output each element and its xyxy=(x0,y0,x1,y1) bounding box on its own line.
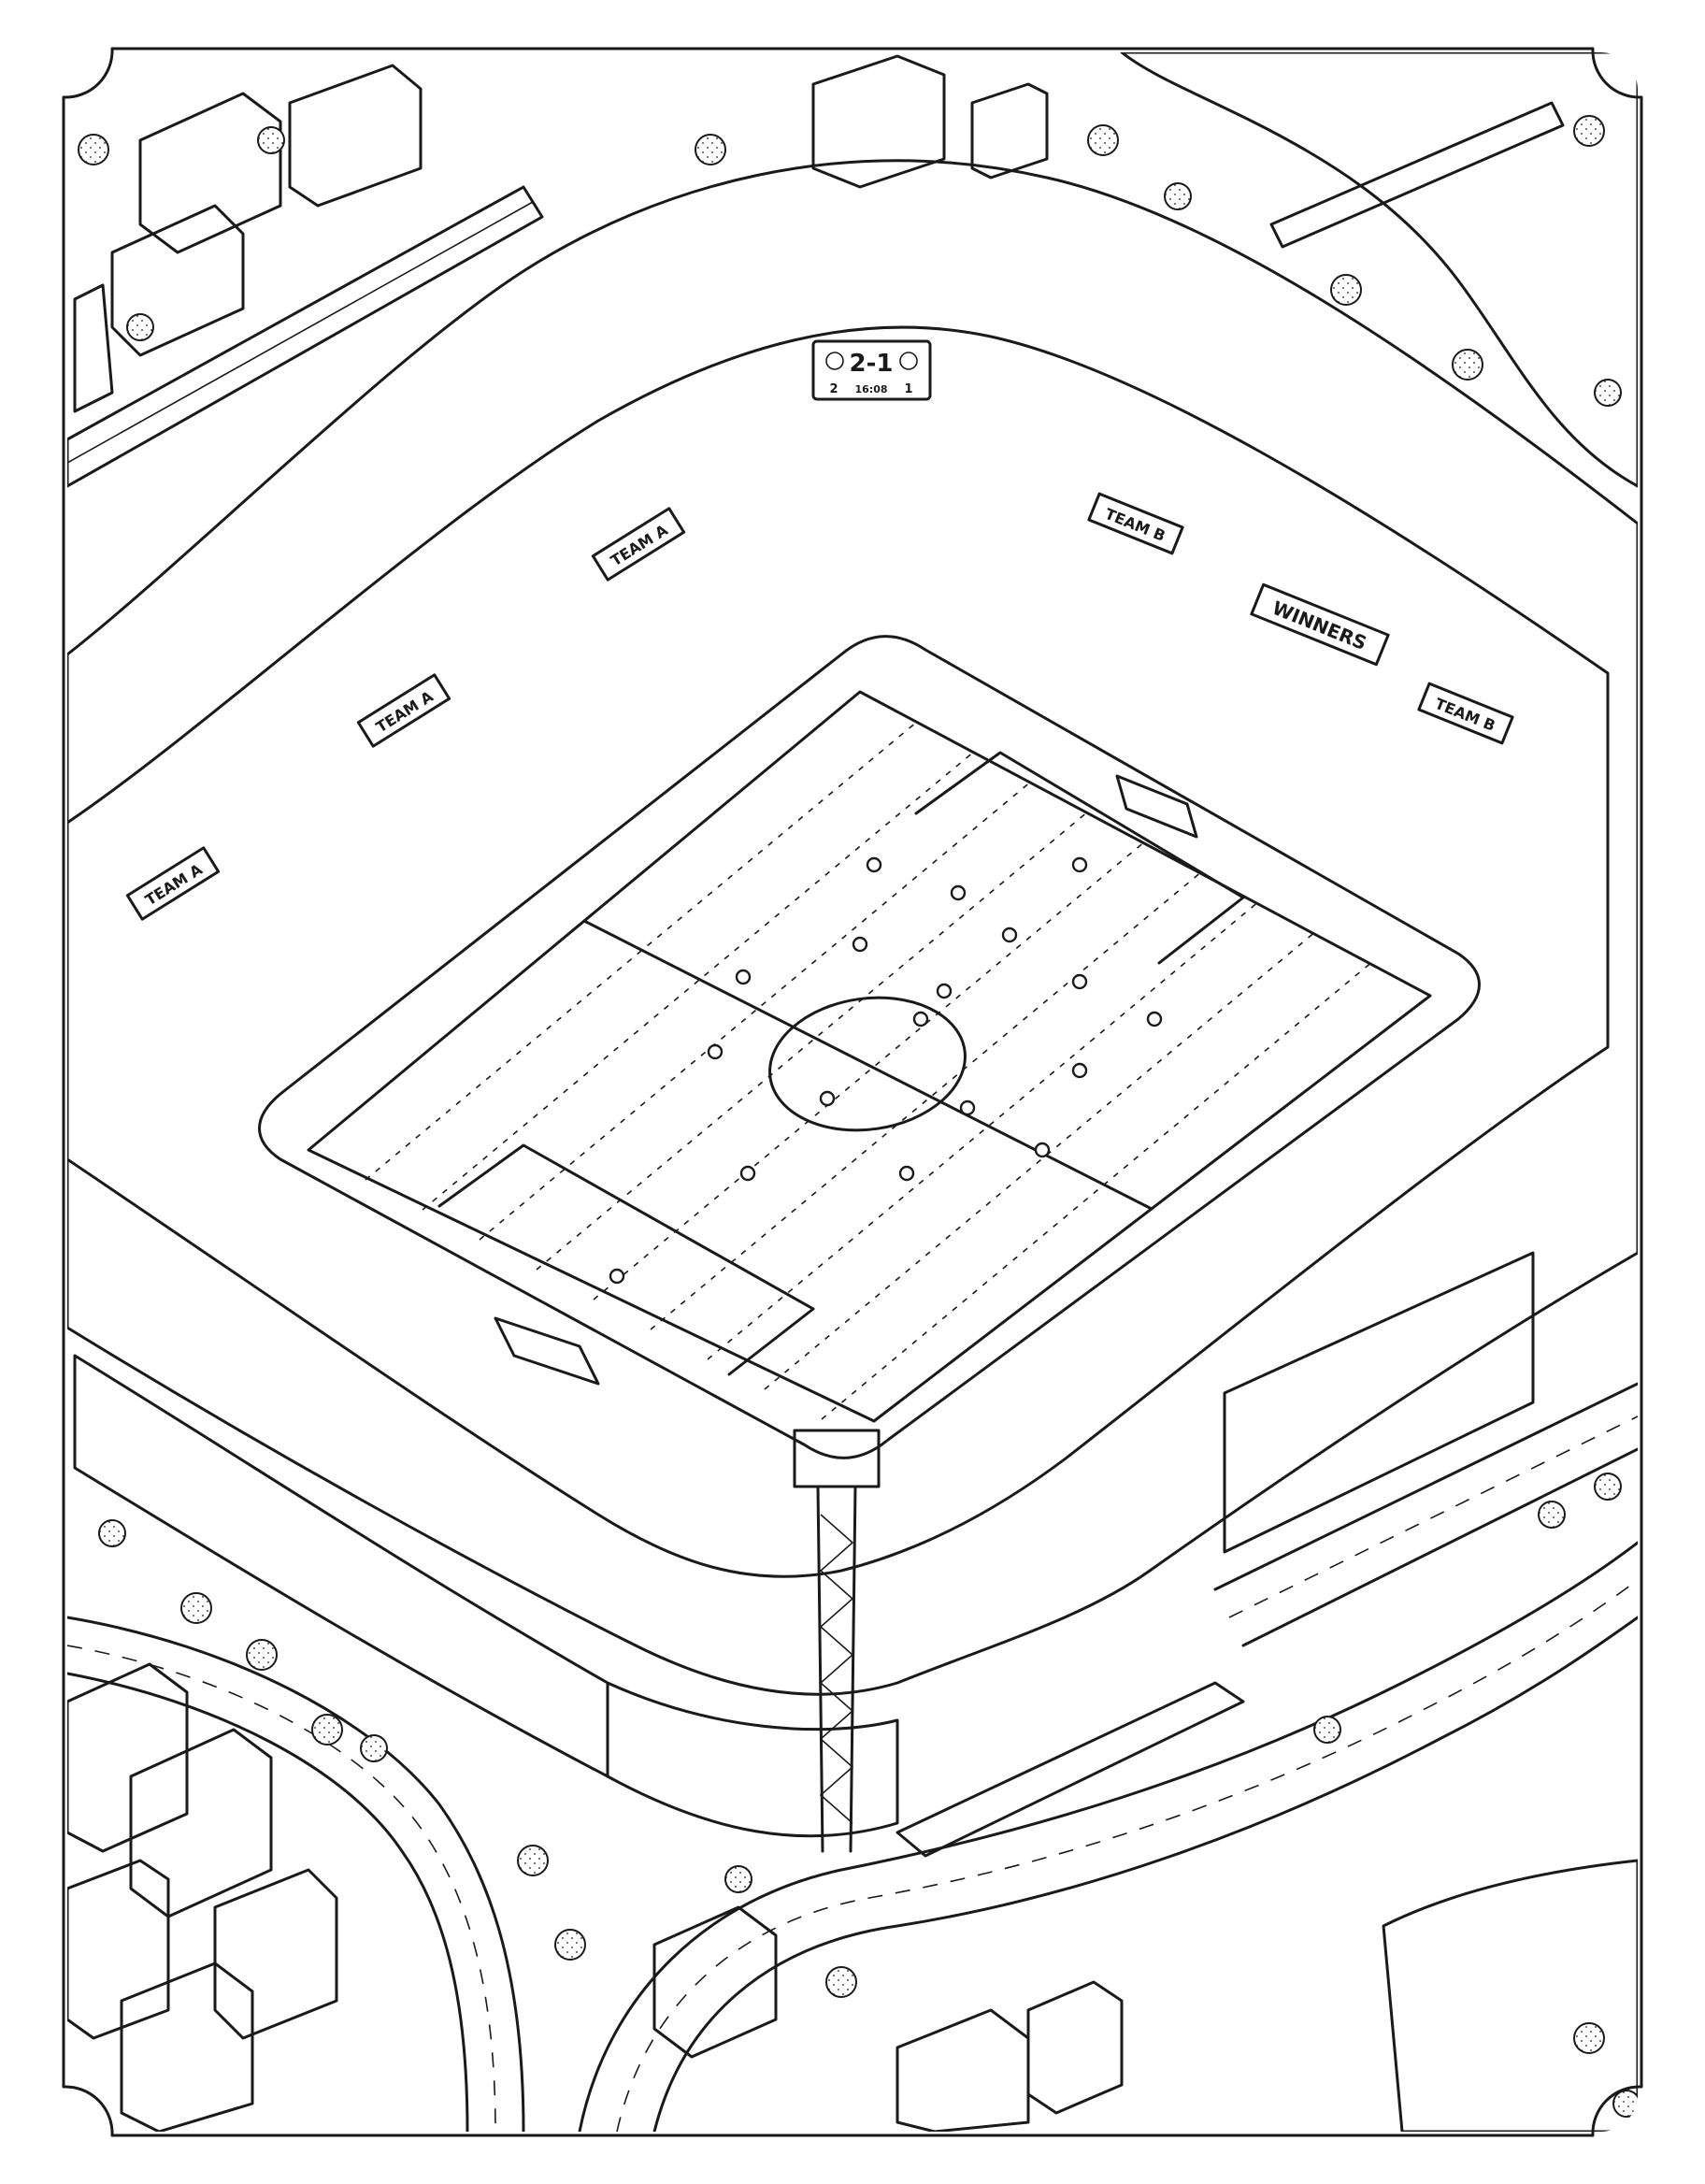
office-building-right xyxy=(1223,1251,1535,1554)
stadium-facade-front xyxy=(606,1681,899,1838)
home-crest-icon xyxy=(825,352,844,370)
page-frame xyxy=(62,47,1643,2137)
football-pitch xyxy=(307,690,1432,1423)
center-circle xyxy=(768,996,967,1132)
players xyxy=(609,856,1163,1285)
goal-near xyxy=(494,1316,600,1386)
buildings-top-center xyxy=(811,54,1049,189)
scoreboard-score: 2-1 xyxy=(850,350,894,378)
penalty-box-near xyxy=(437,1143,815,1376)
scoreboard: 2-1 2 16:08 1 xyxy=(811,339,932,401)
river xyxy=(1120,52,1638,488)
goal-far xyxy=(1115,774,1198,839)
bridge-top xyxy=(1269,101,1565,249)
houses-top-left xyxy=(73,64,423,413)
halfway-line xyxy=(582,919,1153,1211)
scoreboard-clock: 16:08 xyxy=(854,383,887,395)
away-crest-icon xyxy=(899,352,918,370)
penalty-box-far xyxy=(914,751,1245,965)
scoreboard-away-score: 1 xyxy=(904,382,912,396)
roads xyxy=(67,1382,1638,2132)
floodlight-tower xyxy=(793,1429,881,1853)
pitch-stripes xyxy=(365,721,1374,1420)
scoreboard-home-score: 2 xyxy=(829,382,838,396)
pitch-surround xyxy=(258,635,1481,1459)
river-lower xyxy=(1382,1859,1638,2132)
stadium-roof-outer xyxy=(67,159,1638,1696)
trees xyxy=(78,115,1638,2118)
railway xyxy=(67,185,544,488)
entry-ramp xyxy=(895,1681,1245,1858)
crowd-stands xyxy=(67,325,1610,1578)
houses-bottom-left xyxy=(67,1662,338,2132)
